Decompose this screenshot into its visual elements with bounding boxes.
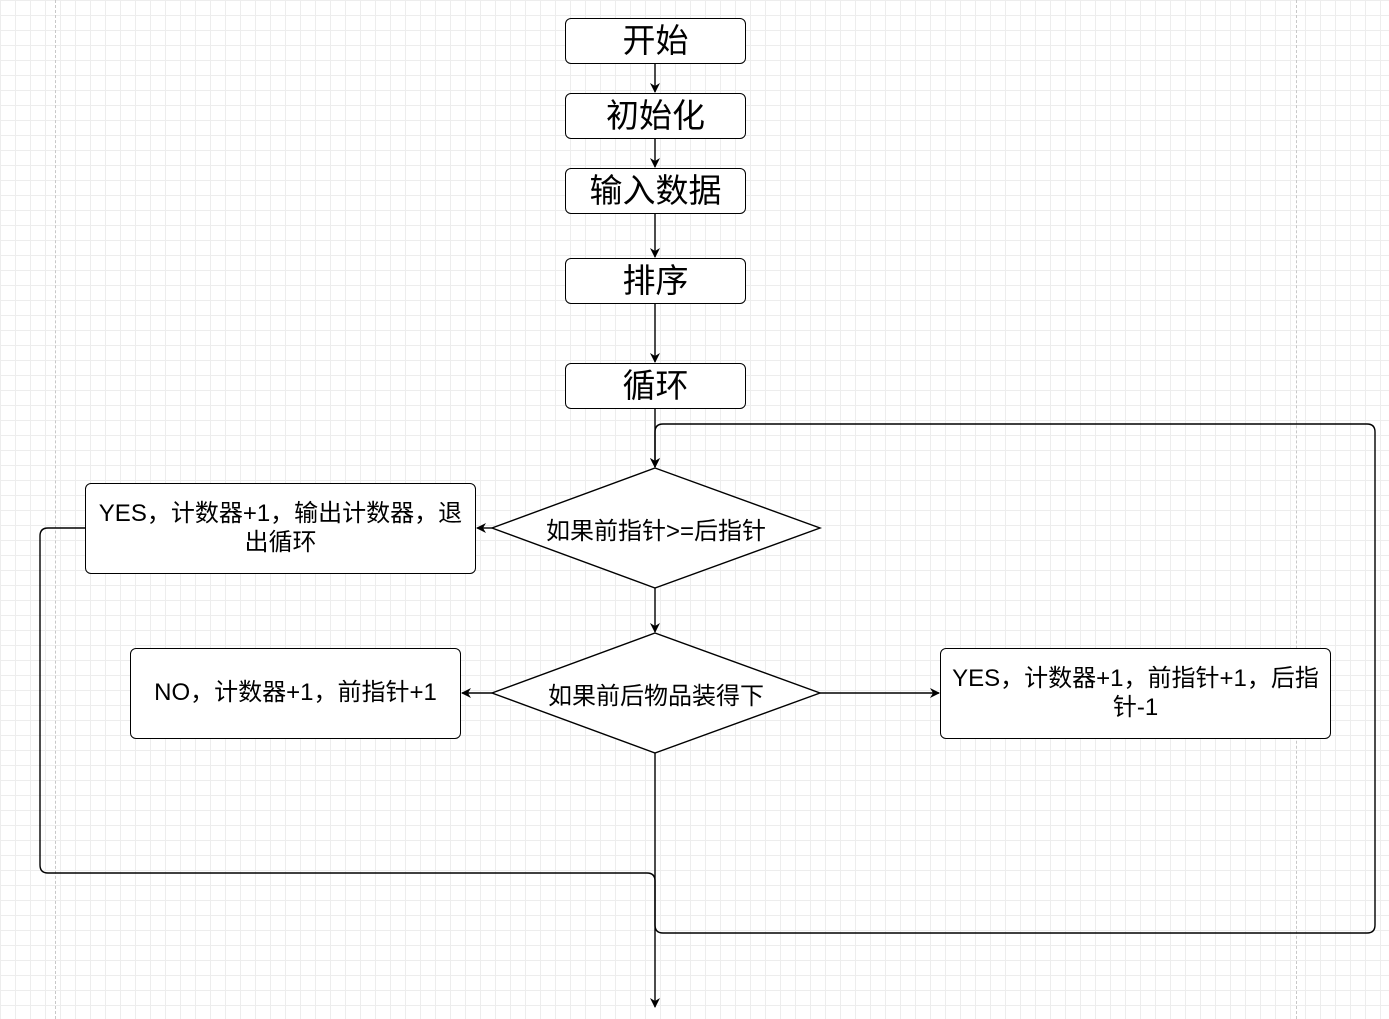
node-sort[interactable]: 排序 bbox=[565, 258, 746, 304]
node-input-label: 输入数据 bbox=[589, 171, 722, 209]
node-yes-fit[interactable]: YES，计数器+1，前指针+1，后指针-1 bbox=[940, 648, 1331, 739]
node-no-branch[interactable]: NO，计数器+1，前指针+1 bbox=[130, 648, 461, 739]
node-sort-label: 排序 bbox=[622, 261, 689, 299]
node-init-label: 初始化 bbox=[606, 96, 705, 134]
page-break-left bbox=[55, 0, 56, 1019]
node-init[interactable]: 初始化 bbox=[565, 93, 746, 139]
edge-loop-back bbox=[650, 423, 1376, 934]
decision-pointer-check-shape[interactable] bbox=[489, 467, 823, 589]
edge-exit-yes-to-end bbox=[39, 527, 660, 1008]
page-break-right bbox=[1296, 0, 1297, 1019]
node-exit-yes-label: YES，计数器+1，输出计数器，退出循环 bbox=[98, 500, 463, 556]
node-start-label: 开始 bbox=[622, 21, 689, 59]
node-yes-fit-label: YES，计数器+1，前指针+1，后指针-1 bbox=[952, 665, 1319, 721]
node-input[interactable]: 输入数据 bbox=[565, 168, 746, 214]
decision-fit-check-shape[interactable] bbox=[489, 632, 823, 754]
node-loop[interactable]: 循环 bbox=[565, 363, 746, 409]
node-loop-label: 循环 bbox=[622, 366, 689, 404]
node-no-branch-label: NO，计数器+1，前指针+1 bbox=[154, 679, 437, 707]
node-exit-yes[interactable]: YES，计数器+1，输出计数器，退出循环 bbox=[85, 483, 476, 574]
node-start[interactable]: 开始 bbox=[565, 18, 746, 64]
